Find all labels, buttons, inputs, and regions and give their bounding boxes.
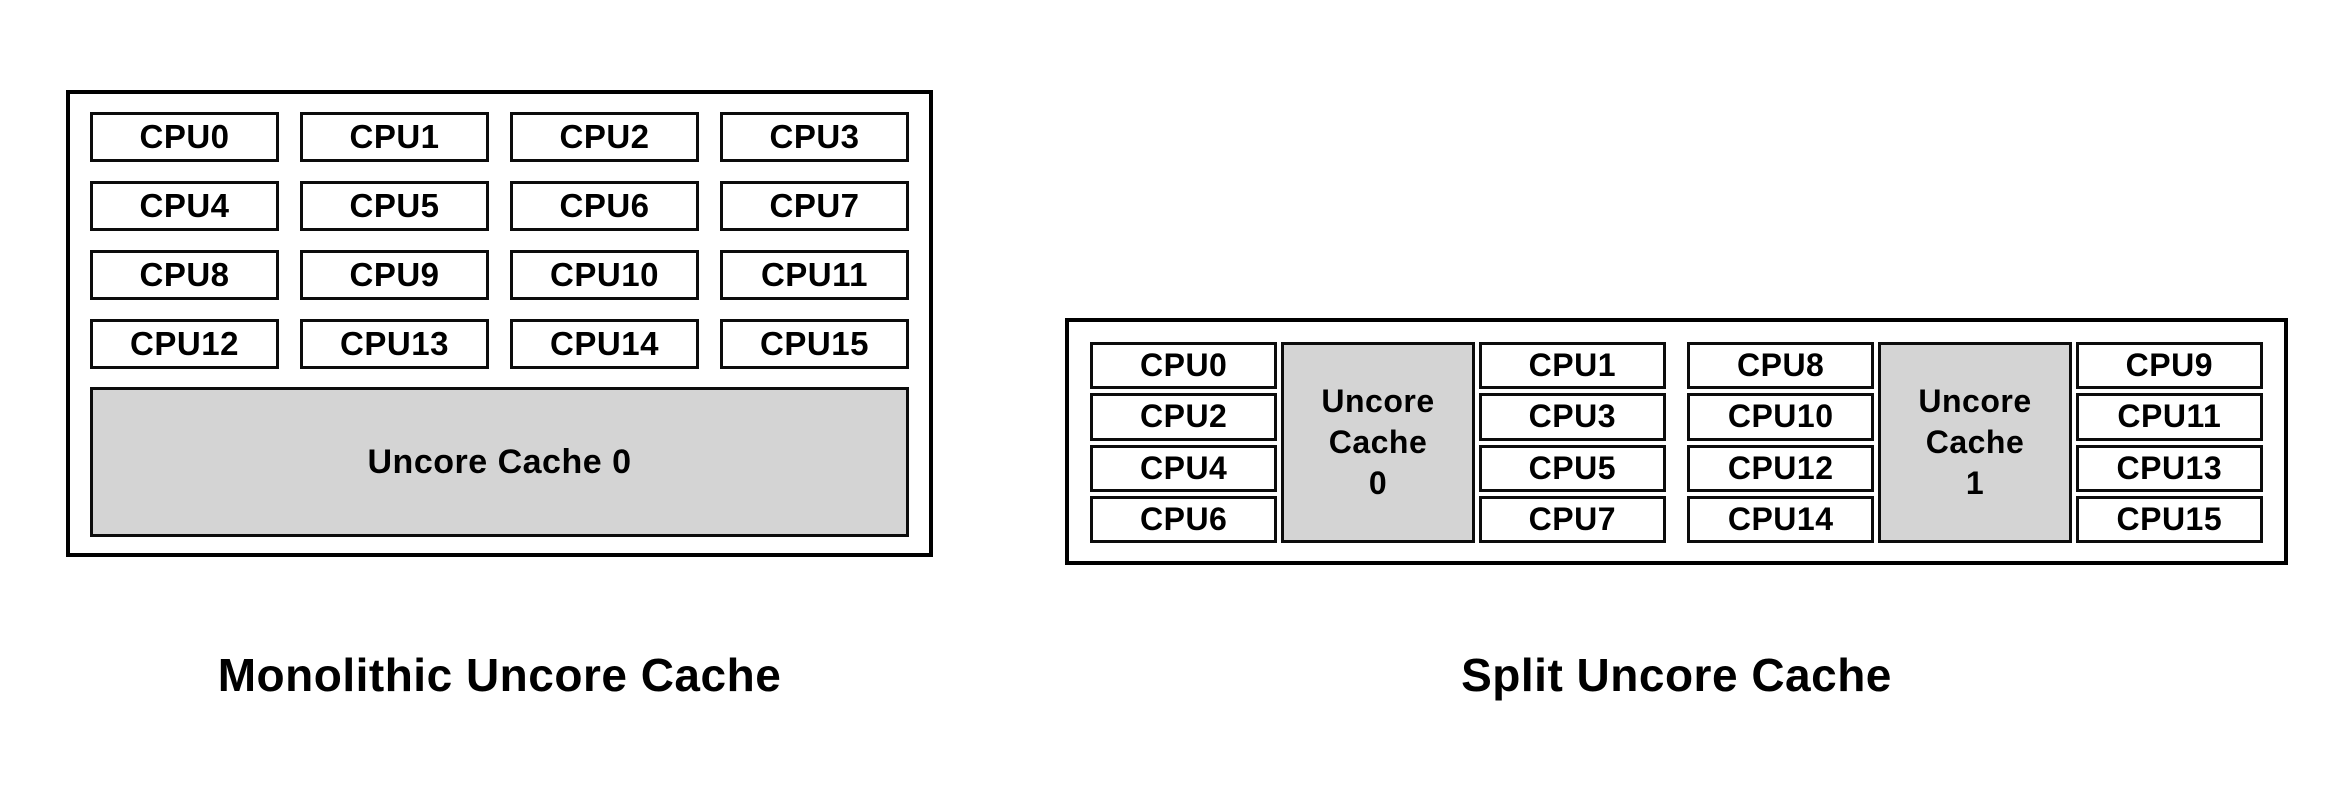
- monolithic-uncore-diagram: CPU0 CPU1 CPU2 CPU3 CPU4 CPU5 CPU6 CPU7 …: [66, 90, 933, 557]
- cpu-box: CPU0: [1090, 342, 1278, 390]
- cpu-box: CPU13: [300, 319, 489, 369]
- cpu-box: CPU14: [510, 319, 699, 369]
- cpu-column-odd: CPU9 CPU11 CPU13 CPU15: [2075, 342, 2263, 543]
- cpu-box: CPU6: [510, 181, 699, 231]
- cpu-box: CPU15: [2075, 495, 2263, 543]
- cpu-box: CPU1: [1478, 342, 1666, 390]
- cpu-box: CPU2: [510, 112, 699, 162]
- cpu-column-even: CPU0 CPU2 CPU4 CPU6: [1090, 342, 1278, 543]
- cpu-box: CPU12: [1687, 444, 1875, 492]
- cpu-column-even: CPU8 CPU10 CPU12 CPU14: [1687, 342, 1875, 543]
- cache-label-line: Cache: [1328, 424, 1428, 461]
- cpu-cluster: CPU0 CPU2 CPU4 CPU6 Uncore Cache 0 CPU1 …: [1090, 342, 1666, 543]
- cpu-box: CPU5: [300, 181, 489, 231]
- cpu-box: CPU4: [1090, 444, 1278, 492]
- cache-label-line: Uncore: [1321, 383, 1435, 420]
- uncore-cache-box: Uncore Cache 0: [1281, 342, 1475, 543]
- cpu-box: CPU3: [720, 112, 909, 162]
- cpu-box: CPU1: [300, 112, 489, 162]
- uncore-cache-box: Uncore Cache 0: [90, 387, 909, 537]
- cache-label-line: Uncore: [1918, 383, 2032, 420]
- cpu-cluster: CPU8 CPU10 CPU12 CPU14 Uncore Cache 1 CP…: [1687, 342, 2263, 543]
- cpu-box: CPU8: [90, 250, 279, 300]
- split-uncore-diagram: CPU0 CPU2 CPU4 CPU6 Uncore Cache 0 CPU1 …: [1065, 318, 2288, 565]
- cpu-box: CPU6: [1090, 495, 1278, 543]
- cache-label-line: Cache: [1925, 424, 2025, 461]
- cpu-box: CPU11: [2075, 393, 2263, 441]
- cpu-box: CPU5: [1478, 444, 1666, 492]
- diagram-caption: Monolithic Uncore Cache: [217, 649, 782, 701]
- cpu-box: CPU7: [720, 181, 909, 231]
- diagram-caption: Split Uncore Cache: [1461, 649, 1892, 701]
- cpu-box: CPU3: [1478, 393, 1666, 441]
- cpu-box: CPU14: [1687, 495, 1875, 543]
- cpu-box: CPU8: [1687, 342, 1875, 390]
- cpu-box: CPU13: [2075, 444, 2263, 492]
- cpu-grid: CPU0 CPU1 CPU2 CPU3 CPU4 CPU5 CPU6 CPU7 …: [90, 112, 909, 369]
- uncore-cache-box: Uncore Cache 1: [1878, 342, 2072, 543]
- cpu-box: CPU4: [90, 181, 279, 231]
- cpu-box: CPU11: [720, 250, 909, 300]
- cpu-box: CPU15: [720, 319, 909, 369]
- cpu-box: CPU2: [1090, 393, 1278, 441]
- cpu-box: CPU10: [1687, 393, 1875, 441]
- cache-label-line: 1: [1965, 464, 1985, 501]
- cache-label-line: 0: [1368, 464, 1388, 501]
- cpu-box: CPU9: [2075, 342, 2263, 390]
- cpu-column-odd: CPU1 CPU3 CPU5 CPU7: [1478, 342, 1666, 543]
- cpu-box: CPU9: [300, 250, 489, 300]
- cpu-box: CPU12: [90, 319, 279, 369]
- cpu-box: CPU10: [510, 250, 699, 300]
- cpu-box: CPU7: [1478, 495, 1666, 543]
- cpu-box: CPU0: [90, 112, 279, 162]
